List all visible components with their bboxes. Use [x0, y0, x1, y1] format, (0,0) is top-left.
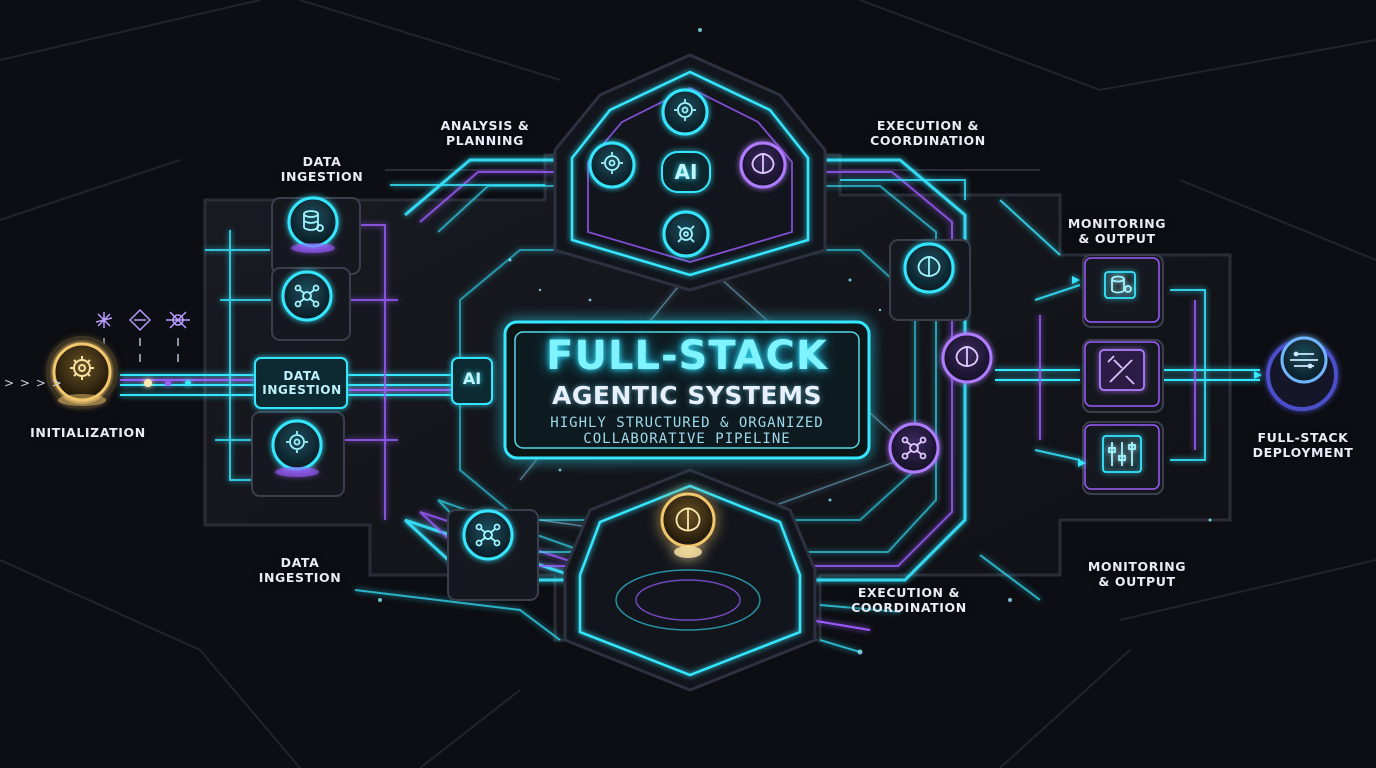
network-icon — [901, 436, 927, 460]
deployment-node — [1266, 336, 1338, 411]
label-execution-coordination-top: EXECUTION & COORDINATION — [870, 118, 986, 148]
label-data-ingestion-top: DATA INGESTION — [280, 154, 364, 184]
label-monitoring-output-bottom: MONITORING & OUTPUT — [1087, 559, 1187, 589]
title-card-frame — [503, 320, 871, 460]
data-ingestion-box — [254, 357, 348, 409]
center-ai-label: AI — [462, 369, 482, 388]
sliders-icon — [1102, 435, 1142, 473]
gear-icon — [286, 431, 308, 453]
left-node-network — [281, 270, 333, 322]
server-icon — [1290, 351, 1318, 369]
bottom-node-network — [462, 509, 514, 561]
entry-arrows: > > > > — [4, 376, 63, 390]
spider-gear-icon — [166, 311, 190, 329]
label-execution-coordination-bottom: EXECUTION & COORDINATION — [851, 585, 967, 615]
label-data-ingestion-box: DATA INGESTION — [262, 369, 342, 397]
label-full-stack-deployment: FULL-STACK DEPLOYMENT — [1252, 430, 1354, 460]
network-icon — [294, 284, 320, 308]
bottom-hex — [563, 468, 817, 692]
database-icon — [1104, 271, 1136, 299]
gear-icon — [674, 99, 696, 121]
subtitle-line-2: COLLABORATIVE PIPELINE — [583, 431, 791, 447]
brain-icon — [675, 507, 701, 532]
left-dashes — [103, 338, 179, 362]
drone-icon — [128, 308, 152, 332]
title-secondary: AGENTIC SYSTEMS — [552, 381, 822, 410]
center-ai-chip — [451, 357, 493, 405]
label-analysis-planning: ANALYSIS & PLANNING — [440, 118, 530, 148]
gear-icon — [601, 152, 623, 174]
title-card: FULL-STACK AGENTIC SYSTEMS HIGHLY STRUCT… — [512, 325, 862, 455]
entry-dots — [144, 379, 191, 387]
dragonfly-icon — [95, 312, 113, 328]
top-ai-chip — [661, 151, 711, 193]
label-data-ingestion-bottom: DATA INGESTION — [258, 555, 342, 585]
brain-icon — [917, 256, 941, 277]
right-node-network — [888, 422, 940, 474]
label-initialization: INITIALIZATION — [30, 425, 146, 440]
gear-icon — [70, 356, 94, 380]
network-icon — [475, 523, 501, 547]
flow-arrows — [1072, 276, 1262, 467]
label-monitoring-output-top: MONITORING & OUTPUT — [1067, 216, 1167, 246]
top-node-core — [662, 210, 710, 258]
brain-icon — [751, 153, 775, 174]
tools-icon — [1099, 349, 1145, 391]
top-ai-label: AI — [674, 160, 698, 184]
subtitle-line-1: HIGHLY STRUCTURED & ORGANIZED — [550, 415, 824, 431]
title-main: FULL-STACK — [546, 333, 828, 379]
sparkles — [378, 28, 1212, 655]
brain-icon — [955, 346, 979, 367]
network-icon — [677, 225, 695, 243]
database-icon — [303, 210, 324, 232]
